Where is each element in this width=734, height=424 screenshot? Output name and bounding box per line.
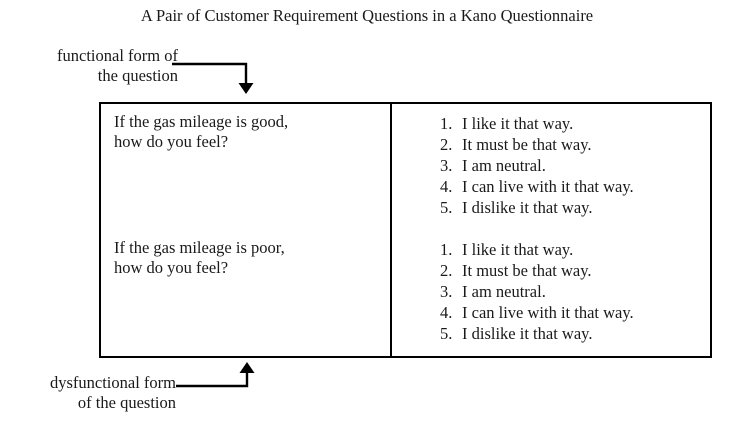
list-item[interactable]: 5. I dislike it that way. [392, 323, 712, 344]
option-label: It must be that way. [462, 261, 592, 280]
option-label: I like it that way. [462, 114, 574, 133]
functional-options-cell: 1. I like it that way. 2. It must be that … [391, 104, 712, 230]
option-number: 1. [440, 114, 453, 133]
option-label: It must be that way. [462, 135, 592, 154]
option-number: 5. [440, 324, 453, 343]
list-item[interactable]: 4. I can live with it that way. [392, 302, 712, 323]
dysfunctional-question-cell: If the gas mileage is poor, how do you f… [101, 230, 392, 356]
option-label: I dislike it that way. [462, 198, 593, 217]
option-label: I can live with it that way. [462, 303, 634, 322]
list-item[interactable]: 4. I can live with it that way. [392, 176, 712, 197]
list-item[interactable]: 3. I am neutral. [392, 155, 712, 176]
dysfunctional-options-cell: 1. I like it that way. 2. It must be that … [391, 230, 712, 356]
dysfunctional-answer-options: 1. I like it that way. 2. It must be that … [392, 239, 712, 344]
kano-question-table-body: If the gas mileage is good, how do you f… [101, 104, 712, 356]
option-number: 4. [440, 303, 453, 322]
option-number: 3. [440, 156, 453, 175]
list-item[interactable]: 3. I am neutral. [392, 281, 712, 302]
functional-form-arrow-icon [172, 62, 254, 94]
functional-form-callout-line1: functional form of [57, 46, 178, 65]
dysfunctional-form-callout-line1: dysfunctional form [49, 373, 176, 392]
option-label: I can live with it that way. [462, 177, 634, 196]
functional-answer-options: 1. I like it that way. 2. It must be that … [392, 113, 712, 218]
table-row: If the gas mileage is good, how do you f… [101, 104, 712, 230]
list-item[interactable]: 5. I dislike it that way. [392, 197, 712, 218]
dysfunctional-form-callout-line2: of the question [77, 393, 176, 412]
option-label: I dislike it that way. [462, 324, 593, 343]
dysfunctional-question-line2: how do you feel? [114, 258, 229, 277]
list-item[interactable]: 1. I like it that way. [392, 113, 712, 134]
functional-question-line1: If the gas mileage is good, [114, 112, 289, 131]
option-number: 5. [440, 198, 453, 217]
option-number: 2. [440, 135, 453, 154]
dysfunctional-question-line1: If the gas mileage is poor, [114, 238, 285, 257]
option-label: I am neutral. [462, 156, 546, 175]
option-number: 3. [440, 282, 453, 301]
table-row: If the gas mileage is poor, how do you f… [101, 230, 712, 356]
kano-question-table: If the gas mileage is good, how do you f… [99, 102, 712, 358]
functional-form-callout-label: functional form of the question [6, 46, 178, 86]
dysfunctional-form-callout-label: dysfunctional form of the question [4, 373, 176, 413]
option-label: I like it that way. [462, 240, 574, 259]
functional-question-text: If the gas mileage is good, how do you f… [114, 112, 390, 152]
list-item[interactable]: 2. It must be that way. [392, 134, 712, 155]
functional-form-callout-line2: the question [97, 66, 178, 85]
option-number: 2. [440, 261, 453, 280]
list-item[interactable]: 1. I like it that way. [392, 239, 712, 260]
list-item[interactable]: 2. It must be that way. [392, 260, 712, 281]
functional-question-cell: If the gas mileage is good, how do you f… [101, 104, 392, 230]
functional-question-line2: how do you feel? [114, 132, 229, 151]
figure-title: A Pair of Customer Requirement Questions… [140, 6, 594, 25]
option-number: 4. [440, 177, 453, 196]
dysfunctional-form-arrow-icon [176, 362, 255, 388]
option-label: I am neutral. [462, 282, 546, 301]
option-number: 1. [440, 240, 453, 259]
dysfunctional-question-text: If the gas mileage is poor, how do you f… [114, 238, 390, 278]
